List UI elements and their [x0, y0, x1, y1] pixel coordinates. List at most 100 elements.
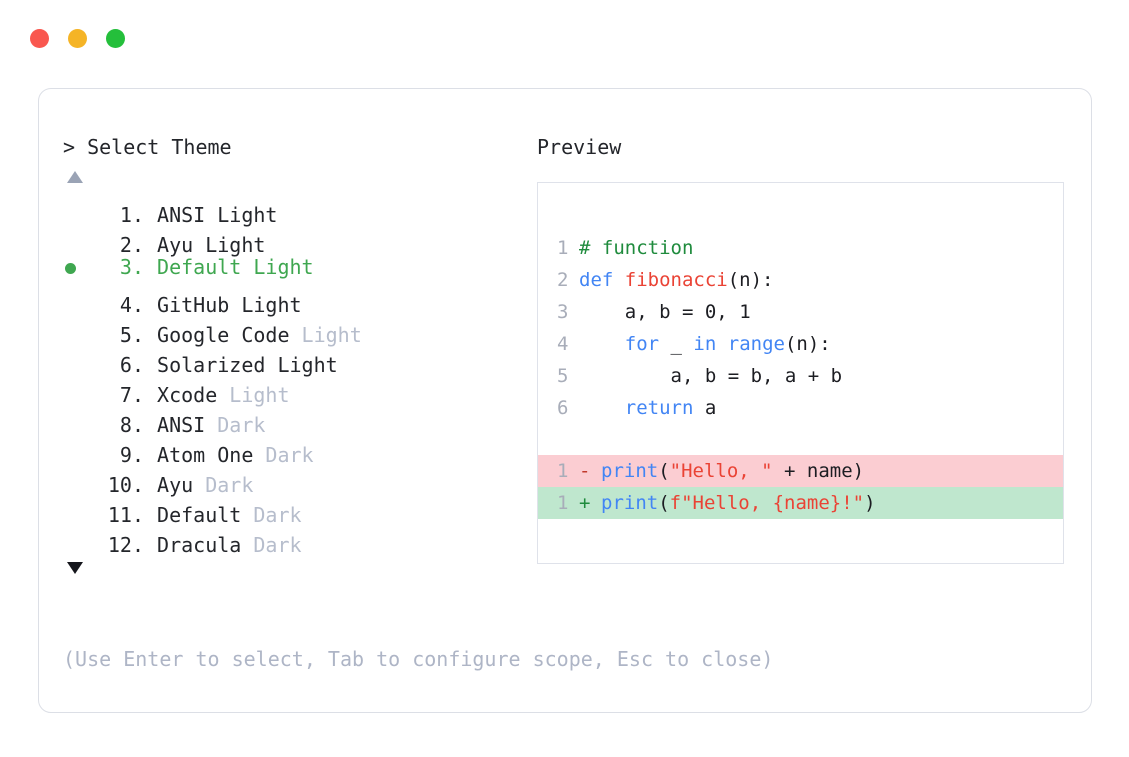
bullet-placeholder	[63, 402, 91, 432]
code-token: "Hello, "	[669, 460, 773, 482]
code-token: (	[658, 492, 670, 514]
code-token: 0	[704, 301, 717, 323]
theme-item-name: Ayu	[145, 473, 206, 497]
diff-removed-line: 1-print("Hello, " + name)	[538, 455, 1063, 487]
code-token: )	[864, 492, 876, 514]
code-token: + name)	[772, 460, 865, 482]
bullet-placeholder	[63, 522, 91, 552]
theme-item-variant-label: Dark	[217, 413, 266, 437]
theme-list-item[interactable]: 12. Dracula Dark	[63, 522, 523, 557]
code-token: ,	[716, 301, 740, 323]
theme-item-variant-label: Dark	[205, 473, 254, 497]
code-line-number: 3	[557, 301, 569, 323]
bullet-placeholder	[63, 492, 91, 522]
theme-item-name: Default Light	[145, 255, 314, 279]
code-line-text: a, b = b, a + b	[579, 360, 843, 392]
bullet-placeholder	[63, 282, 91, 312]
code-token: (n):	[727, 269, 774, 291]
theme-item-number: 9.	[119, 443, 144, 467]
code-line-number: 4	[557, 333, 569, 355]
theme-item-number: 7.	[119, 383, 144, 407]
code-token: for	[624, 333, 660, 355]
code-token: a, b = b, a + b	[579, 365, 843, 387]
theme-item-name: Xcode	[145, 383, 230, 407]
code-line: 3 a, b = 0, 1	[557, 296, 842, 328]
code-line-text: def fibonacci(n):	[579, 264, 773, 296]
theme-list-item[interactable]: 11. Default Dark	[63, 492, 523, 527]
theme-item-number: 11.	[107, 503, 144, 527]
theme-item-number: 6.	[119, 353, 144, 377]
theme-item-variant-label: Light	[229, 383, 290, 407]
theme-item-number: 12.	[107, 533, 144, 557]
theme-list-item[interactable]: 3. Default Light	[63, 252, 523, 282]
diff-line-text: print(f"Hello, {name}!")	[601, 487, 876, 519]
theme-list-item[interactable]: 4. GitHub Light	[63, 282, 523, 317]
diff-line-number: 1	[557, 492, 569, 514]
code-token: return	[624, 397, 694, 419]
theme-list-item[interactable]: 2. Ayu Light	[63, 222, 523, 257]
code-token: 1	[739, 301, 751, 323]
diff-marker: +	[579, 492, 591, 514]
theme-item-number: 8.	[119, 413, 144, 437]
theme-item-name: Solarized Light	[145, 353, 338, 377]
theme-list-item[interactable]: 6. Solarized Light	[63, 342, 523, 377]
diff-added-line: 1 + print(f"Hello, {name}!")	[538, 487, 1063, 519]
diff-line-number: 1	[557, 460, 569, 482]
diff-marker: -	[579, 460, 591, 482]
theme-list-item[interactable]: 5. Google Code Light	[63, 312, 523, 347]
theme-list-item[interactable]: 10. Ayu Dark	[63, 462, 523, 497]
code-token: in	[693, 333, 717, 355]
bullet-placeholder	[63, 372, 91, 402]
scroll-up-icon[interactable]	[67, 171, 83, 183]
theme-item-variant-label: Light	[301, 323, 362, 347]
theme-item-name: Google Code	[145, 323, 302, 347]
theme-list-item[interactable]: 1. ANSI Light	[63, 192, 523, 227]
theme-list-item[interactable]: 9. Atom One Dark	[63, 432, 523, 467]
code-token: (n):	[784, 333, 831, 355]
code-line-number: 1	[557, 237, 569, 259]
prompt-caret-icon: >	[63, 135, 88, 159]
code-line-number: 5	[557, 365, 569, 387]
window-minimize-button[interactable]	[68, 29, 87, 48]
code-token: f"Hello, {name}!"	[669, 492, 865, 514]
bullet-placeholder	[63, 462, 91, 492]
window-titlebar	[30, 29, 125, 48]
theme-item-name: ANSI	[145, 413, 218, 437]
theme-item-name: ANSI Light	[145, 203, 278, 227]
bullet-placeholder	[63, 432, 91, 462]
code-line-text: for _ in range(n):	[579, 328, 831, 360]
window-maximize-button[interactable]	[106, 29, 125, 48]
code-token: print	[601, 460, 659, 482]
theme-list-item[interactable]: 8. ANSI Dark	[63, 402, 523, 437]
code-line-text: return a	[579, 392, 717, 424]
code-line-text: # function	[579, 232, 693, 264]
code-line: 6 return a	[557, 392, 842, 424]
code-line: 5 a, b = b, a + b	[557, 360, 842, 392]
diff-line-text: print("Hello, " + name)	[601, 455, 864, 487]
window-close-button[interactable]	[30, 29, 49, 48]
theme-item-name: Atom One	[145, 443, 266, 467]
theme-item-number: 3.	[119, 255, 144, 279]
diff-sample: 1-print("Hello, " + name)1+print(f"Hello…	[538, 455, 1063, 519]
code-token: a	[693, 397, 717, 419]
theme-item-number: 5.	[119, 323, 144, 347]
code-token: _	[659, 333, 694, 355]
theme-item-variant-label: Dark	[265, 443, 314, 467]
theme-item-name: Dracula	[145, 533, 254, 557]
theme-list-item[interactable]: 7. Xcode Light	[63, 372, 523, 407]
theme-item-number: 2.	[119, 233, 144, 257]
code-line: 4 for _ in range(n):	[557, 328, 842, 360]
theme-item-name: Default	[145, 503, 254, 527]
code-token: # function	[579, 237, 694, 259]
bullet-placeholder	[63, 222, 91, 252]
selected-bullet-icon	[63, 254, 91, 284]
code-token: print	[601, 492, 659, 514]
preview-title: Preview	[537, 135, 622, 159]
scroll-down-icon[interactable]	[67, 562, 83, 574]
